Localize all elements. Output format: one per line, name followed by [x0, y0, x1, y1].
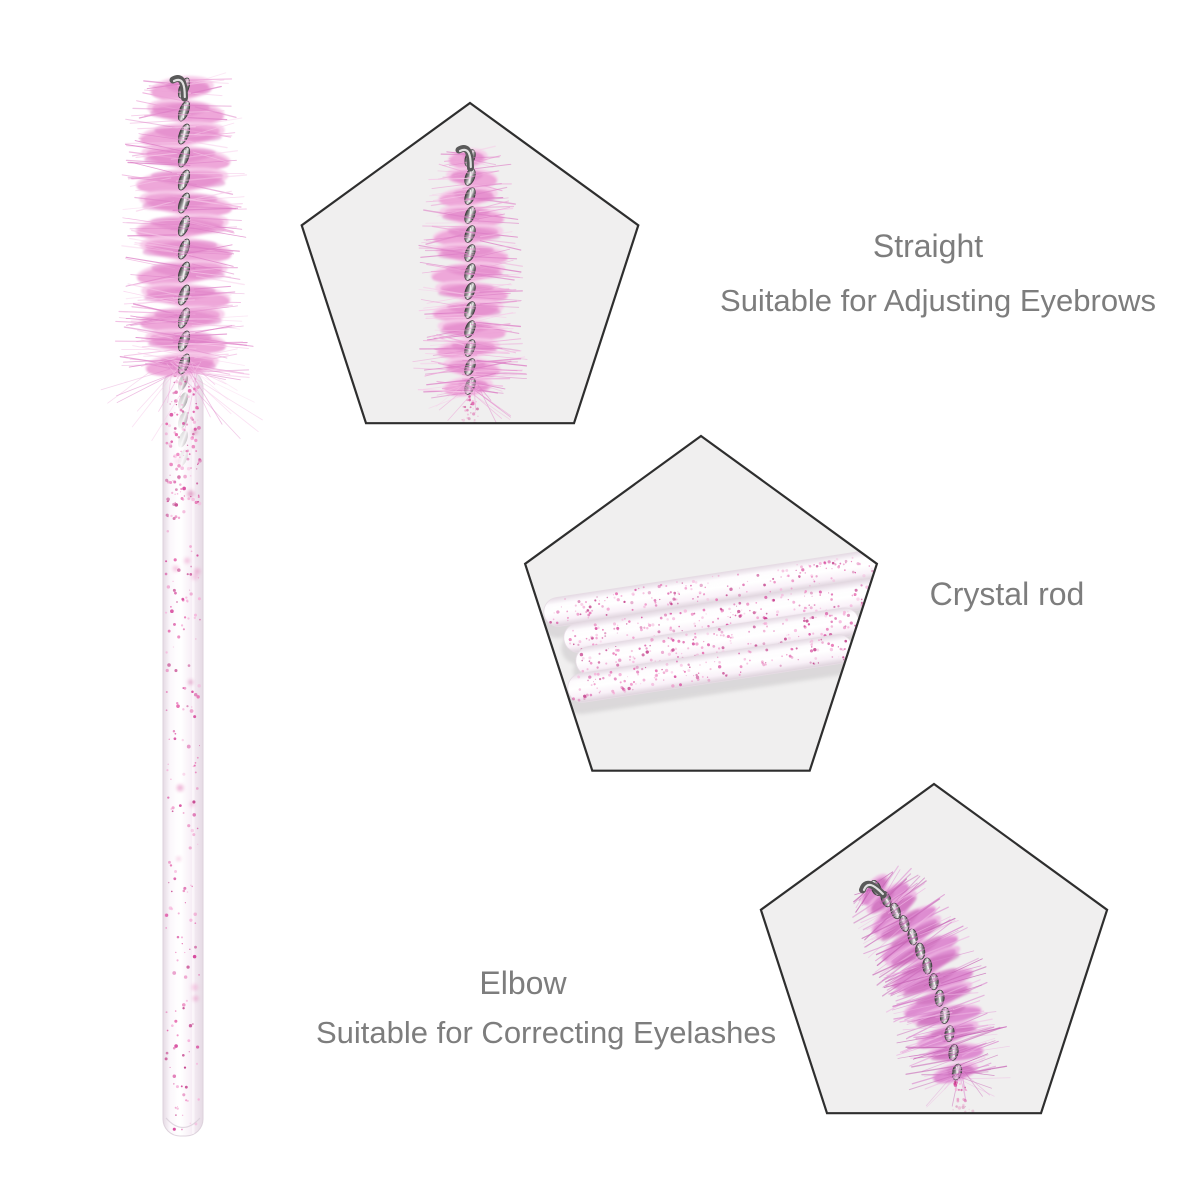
inset-elbow-brush-closeup: [852, 865, 1011, 1114]
inset-elbow-brush: [759, 782, 1109, 1115]
main-product-brush-head-wire-hook-tip: [169, 75, 188, 102]
crystal-rod-4: [565, 634, 859, 715]
elbow-inset-subtitle: Suitable for Correcting Eyelashes: [316, 1015, 777, 1050]
elbow-inset-title: Elbow: [479, 965, 567, 1001]
main-product-crystal-rod: [162, 369, 204, 1137]
inset-elbow-brush-closeup-wire-hook-tip: [859, 880, 887, 899]
inset-straight-brush-closeup: [412, 145, 528, 424]
inset-straight-brush: [300, 101, 640, 425]
crystal-rod-inset-title: Crystal rod: [929, 576, 1085, 612]
inset-crystal-rods: [523, 434, 879, 772]
straight-inset-subtitle: Suitable for Adjusting Eyebrows: [720, 283, 1156, 318]
main-product-brush-head: [100, 72, 263, 442]
straight-inset-title: Straight: [872, 228, 984, 264]
inset-straight-brush-closeup-wire-hook-tip: [455, 145, 474, 172]
